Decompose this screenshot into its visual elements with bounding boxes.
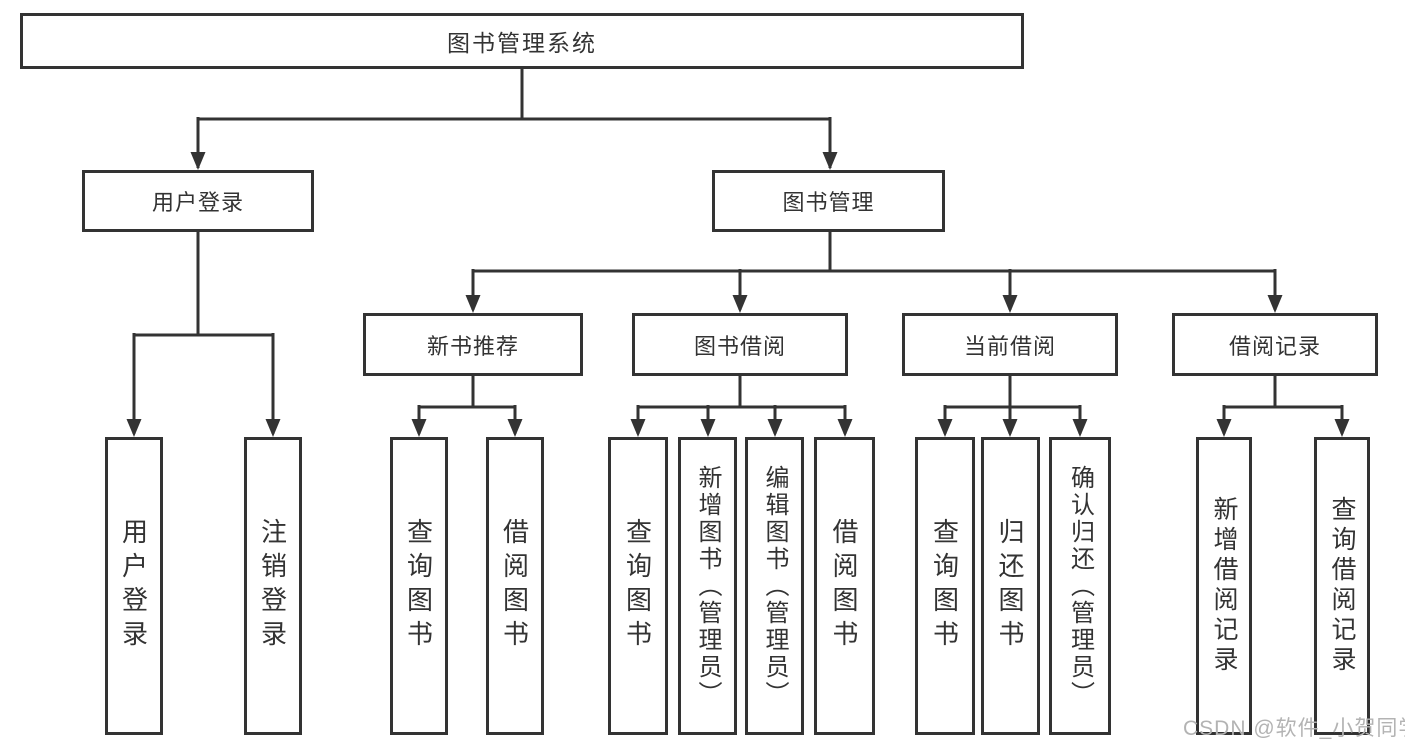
leaf-query-books-1-label: 查询图书 xyxy=(403,518,434,654)
node-root: 图书管理系统 xyxy=(20,13,1024,69)
leaf-add-books-admin-label: 新增图书（管理员） xyxy=(694,464,721,708)
node-borrowing-records-label: 借阅记录 xyxy=(1228,333,1321,359)
node-book-management-label: 图书管理 xyxy=(782,190,875,215)
leaf-query-borrow-record: 查询借阅记录 xyxy=(1314,437,1370,735)
node-new-book-recommend-label: 新书推荐 xyxy=(426,333,519,359)
csdn-watermark: CSDN @软件_小贺同学 xyxy=(1183,717,1405,740)
arrowheads xyxy=(126,152,1350,437)
node-book-management: 图书管理 xyxy=(712,170,945,232)
leaf-query-books-2-label: 查询图书 xyxy=(622,518,653,654)
node-current-borrowing-label: 当前借阅 xyxy=(963,333,1056,359)
leaf-confirm-return-admin-label: 确认归还（管理员） xyxy=(1066,464,1094,708)
leaf-user-login: 用户登录 xyxy=(105,437,163,735)
leaf-borrow-books-2: 借阅图书 xyxy=(814,437,875,735)
node-new-book-recommend: 新书推荐 xyxy=(363,313,583,376)
node-current-borrowing: 当前借阅 xyxy=(902,313,1118,376)
leaf-borrow-books-1: 借阅图书 xyxy=(486,437,544,735)
leaf-add-borrow-record-label: 新增借阅记录 xyxy=(1210,496,1238,676)
leaf-query-books-3-label: 查询图书 xyxy=(929,518,960,654)
leaf-add-books-admin: 新增图书（管理员） xyxy=(678,437,737,735)
leaf-query-borrow-record-label: 查询借阅记录 xyxy=(1328,496,1356,676)
leaf-user-login-label: 用户登录 xyxy=(118,518,149,654)
leaf-logout: 注销登录 xyxy=(244,437,302,735)
leaf-add-borrow-record: 新增借阅记录 xyxy=(1196,437,1252,735)
node-book-borrowing-label: 图书借阅 xyxy=(693,333,786,359)
leaf-query-books-3: 查询图书 xyxy=(915,437,975,735)
leaf-edit-books-admin: 编辑图书（管理员） xyxy=(745,437,804,735)
leaf-query-books-2: 查询图书 xyxy=(608,437,668,735)
leaf-return-books: 归还图书 xyxy=(981,437,1040,735)
node-user-login-label: 用户登录 xyxy=(151,190,244,215)
leaf-borrow-books-1-label: 借阅图书 xyxy=(499,518,530,654)
leaf-borrow-books-2-label: 借阅图书 xyxy=(829,518,859,654)
leaf-confirm-return-admin: 确认归还（管理员） xyxy=(1049,437,1111,735)
node-user-login: 用户登录 xyxy=(82,170,314,232)
leaf-logout-label: 注销登录 xyxy=(257,518,288,654)
leaf-edit-books-admin-label: 编辑图书（管理员） xyxy=(761,464,788,708)
node-root-label: 图书管理系统 xyxy=(447,30,597,56)
node-book-borrowing: 图书借阅 xyxy=(632,313,848,376)
node-borrowing-records: 借阅记录 xyxy=(1172,313,1378,376)
leaf-query-books-1: 查询图书 xyxy=(390,437,448,735)
leaf-return-books-label: 归还图书 xyxy=(995,518,1025,654)
